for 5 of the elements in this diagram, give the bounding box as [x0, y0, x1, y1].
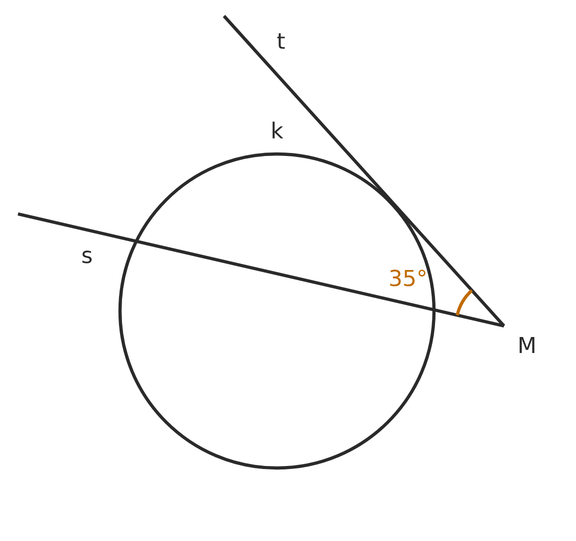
- point-label: M: [520, 336, 534, 353]
- circle-label: k: [272, 122, 284, 138]
- line-label: s: [82, 250, 92, 264]
- angle-label: 35°: [390, 270, 426, 286]
- line-label: t: [277, 33, 285, 49]
